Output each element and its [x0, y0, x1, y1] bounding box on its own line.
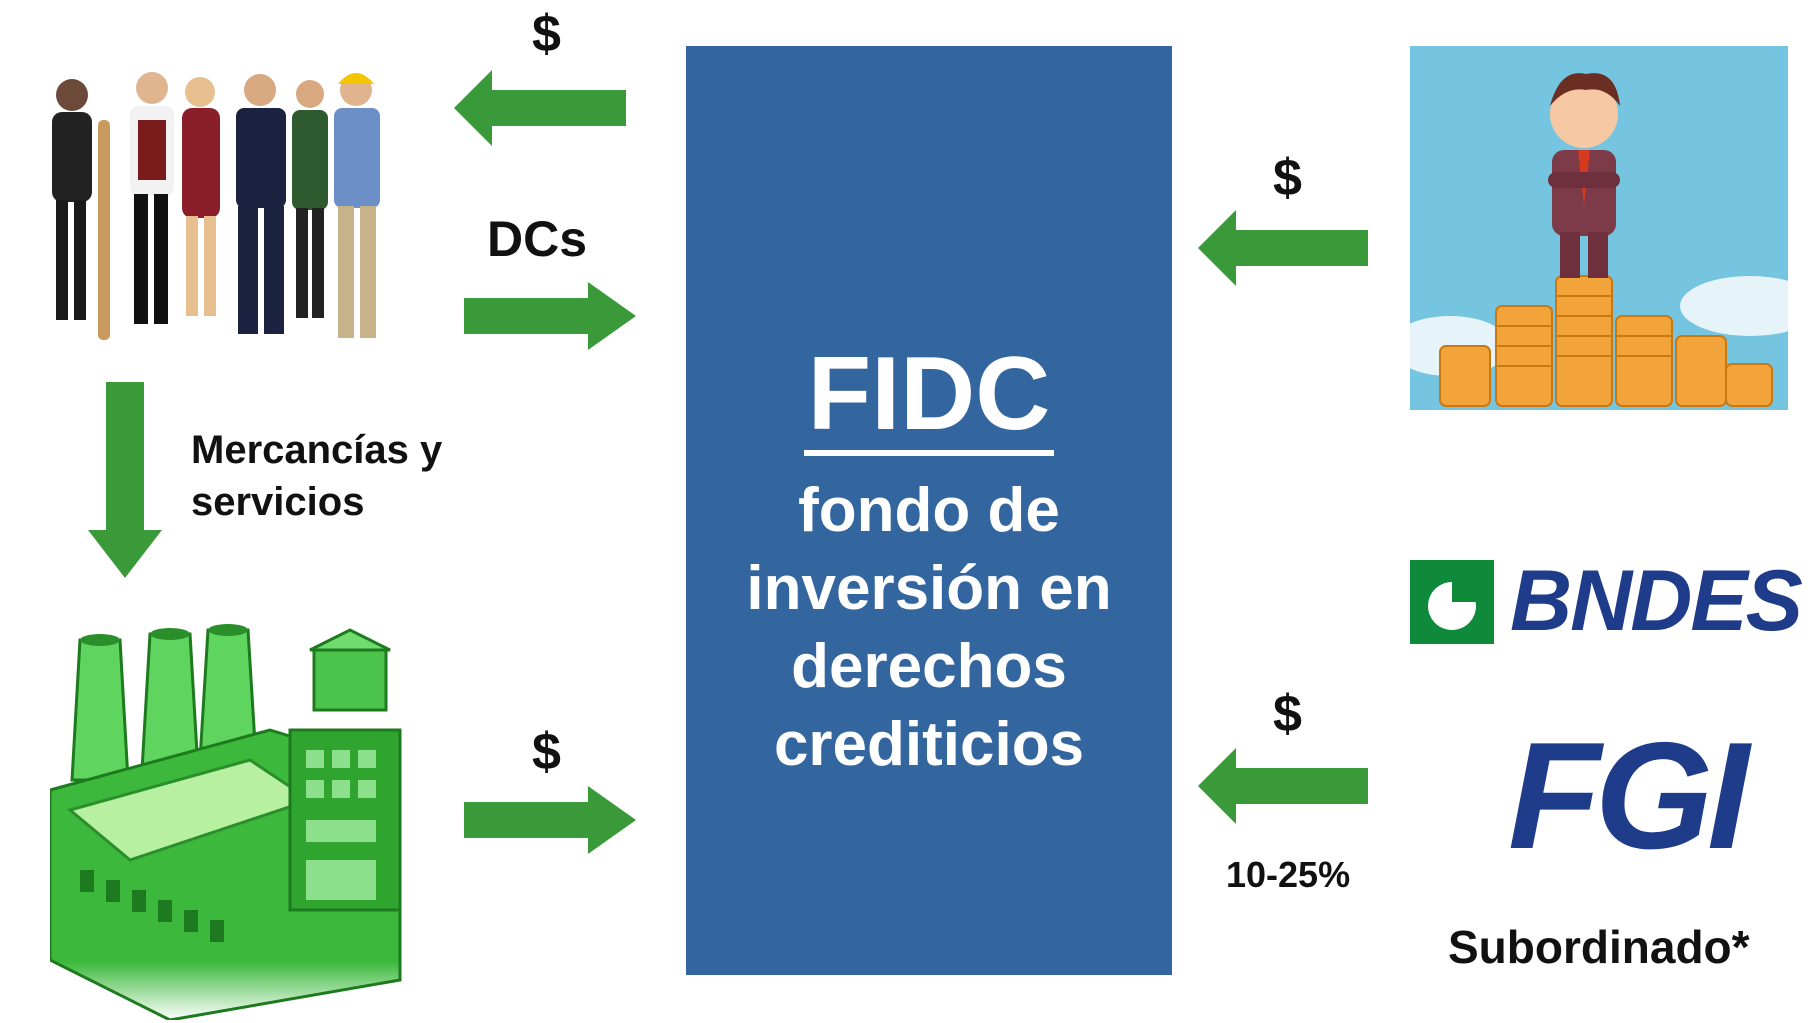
- bndes-logo: BNDES: [1510, 553, 1803, 649]
- factory-illustration: [50, 624, 402, 1020]
- arrow-left-fgi: [1198, 748, 1368, 824]
- fidc-title: FIDC: [686, 342, 1172, 456]
- fidc-description: fondo de inversión en derechos creditici…: [686, 472, 1172, 784]
- fidc-box: FIDC fondo de inversión en derechos cred…: [686, 46, 1172, 975]
- dollar-label-top-left: $: [532, 5, 561, 63]
- arrow-left-top: [454, 70, 626, 146]
- fgi-logo: FGI: [1508, 711, 1749, 881]
- fidc-line-2: inversión en: [746, 554, 1112, 623]
- subordinado-label: Subordinado*: [1448, 921, 1750, 973]
- arrow-right-dcs: [464, 282, 636, 350]
- dollar-label-bottom-left: $: [532, 723, 561, 781]
- bndes-logo-mark: [1410, 560, 1494, 644]
- fidc-line-4: crediticios: [773, 710, 1085, 779]
- dollar-label-bottom-right: $: [1273, 685, 1302, 743]
- mercancias-label: Mercancías y: [191, 428, 443, 472]
- arrow-right-bottom: [464, 786, 636, 854]
- servicios-label: servicios: [191, 480, 365, 524]
- arrow-down: [88, 382, 162, 578]
- people-workers-illustration: [52, 72, 380, 340]
- investor-on-coins-illustration: [1410, 46, 1788, 410]
- fidc-line-1: fondo de: [798, 476, 1060, 545]
- fidc-line-3: derechos: [791, 632, 1067, 701]
- arrow-left-investor: [1198, 210, 1368, 286]
- dollar-label-top-right: $: [1273, 149, 1302, 207]
- dcs-label: DCs: [487, 211, 588, 267]
- percent-range-label: 10-25%: [1226, 854, 1351, 895]
